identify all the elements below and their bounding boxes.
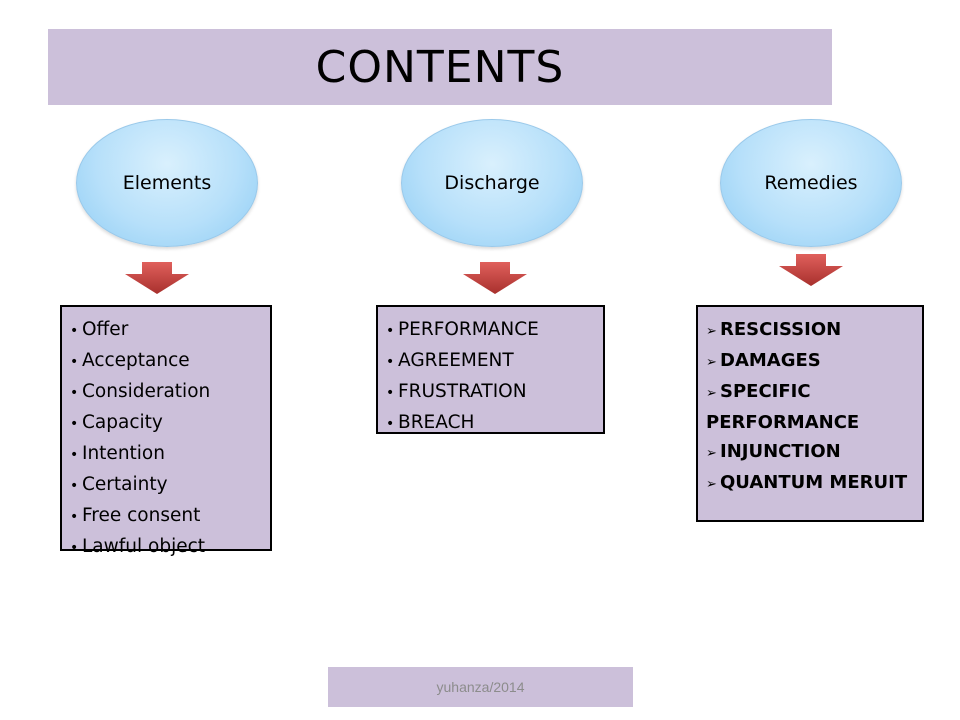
list-item-text: Acceptance: [82, 350, 190, 371]
list-item-text: INJUNCTION: [720, 441, 841, 462]
ellipse-discharge: Discharge: [401, 119, 583, 247]
ellipse-remedies: Remedies: [720, 119, 902, 247]
remedies-box: ➢RESCISSION➢DAMAGES➢SPECIFIC PERFORMANCE…: [696, 305, 924, 522]
list-item-text: Consideration: [82, 381, 211, 402]
ellipse-label-remedies: Remedies: [764, 172, 858, 194]
bullet-icon: ➢: [706, 477, 717, 492]
down-arrow-icon: [125, 262, 189, 294]
list-item-text: Intention: [82, 443, 165, 464]
list-item-text: Lawful object: [82, 536, 206, 557]
bullet-icon: •: [70, 416, 79, 432]
down-arrow-icon: [463, 262, 527, 294]
list-item: ➢INJUNCTION: [706, 437, 912, 468]
list-item: •AGREEMENT: [386, 346, 593, 377]
list-item: •Consideration: [70, 377, 260, 408]
bullet-icon: •: [70, 540, 79, 556]
page-title: CONTENTS: [315, 41, 565, 93]
bullet-icon: •: [70, 323, 79, 339]
discharge-box: •PERFORMANCE•AGREEMENT•FRUSTRATION•BREAC…: [376, 305, 605, 434]
ellipse-label-discharge: Discharge: [444, 172, 540, 194]
elements-box: •Offer•Acceptance•Consideration•Capacity…: [60, 305, 272, 557]
list-item-text: QUANTUM MERUIT: [720, 472, 908, 493]
list-item: •Acceptance: [70, 346, 260, 377]
discharge-list: •PERFORMANCE•AGREEMENT•FRUSTRATION•BREAC…: [386, 315, 593, 439]
list-item: •Certainty: [70, 470, 260, 501]
bullet-icon: •: [70, 447, 79, 463]
list-item-text: RESCISSION: [720, 319, 842, 340]
bullet-icon: ➢: [706, 446, 717, 461]
list-item: •FRUSTRATION: [386, 377, 593, 408]
bullet-icon: •: [70, 385, 79, 401]
list-item: ➢SPECIFIC PERFORMANCE: [706, 377, 912, 437]
list-item: •Free consent: [70, 501, 260, 532]
footer-bar: yuhanza/2014: [328, 667, 633, 707]
bullet-icon: •: [70, 354, 79, 370]
bullet-icon: •: [70, 509, 79, 525]
list-item: •Lawful object: [70, 532, 260, 563]
ellipse-elements: Elements: [76, 119, 258, 247]
list-item: ➢DAMAGES: [706, 346, 912, 377]
elements-list: •Offer•Acceptance•Consideration•Capacity…: [70, 315, 260, 563]
list-item-text: PERFORMANCE: [398, 319, 539, 340]
list-item: •BREACH: [386, 408, 593, 439]
bullet-icon: ➢: [706, 355, 717, 370]
list-item-text: Offer: [82, 319, 129, 340]
bullet-icon: ➢: [706, 386, 717, 401]
list-item-text: BREACH: [398, 412, 475, 433]
ellipse-label-elements: Elements: [122, 172, 212, 194]
bullet-icon: ➢: [706, 324, 717, 339]
title-banner: CONTENTS: [48, 29, 832, 105]
footer-text: yuhanza/2014: [436, 679, 525, 695]
bullet-icon: •: [386, 416, 395, 432]
list-item-text: SPECIFIC PERFORMANCE: [706, 381, 860, 433]
bullet-icon: •: [386, 385, 395, 401]
list-item: ➢RESCISSION: [706, 315, 912, 346]
list-item: •Capacity: [70, 408, 260, 439]
bullet-icon: •: [386, 354, 395, 370]
bullet-icon: •: [386, 323, 395, 339]
list-item-text: Capacity: [82, 412, 163, 433]
down-arrow-icon: [779, 254, 843, 286]
list-item: •PERFORMANCE: [386, 315, 593, 346]
list-item-text: FRUSTRATION: [398, 381, 527, 402]
list-item-text: DAMAGES: [720, 350, 821, 371]
remedies-list: ➢RESCISSION➢DAMAGES➢SPECIFIC PERFORMANCE…: [706, 315, 912, 499]
list-item: ➢QUANTUM MERUIT: [706, 468, 912, 499]
list-item-text: Certainty: [82, 474, 168, 495]
bullet-icon: •: [70, 478, 79, 494]
list-item-text: Free consent: [82, 505, 201, 526]
list-item-text: AGREEMENT: [398, 350, 514, 371]
list-item: •Offer: [70, 315, 260, 346]
list-item: •Intention: [70, 439, 260, 470]
